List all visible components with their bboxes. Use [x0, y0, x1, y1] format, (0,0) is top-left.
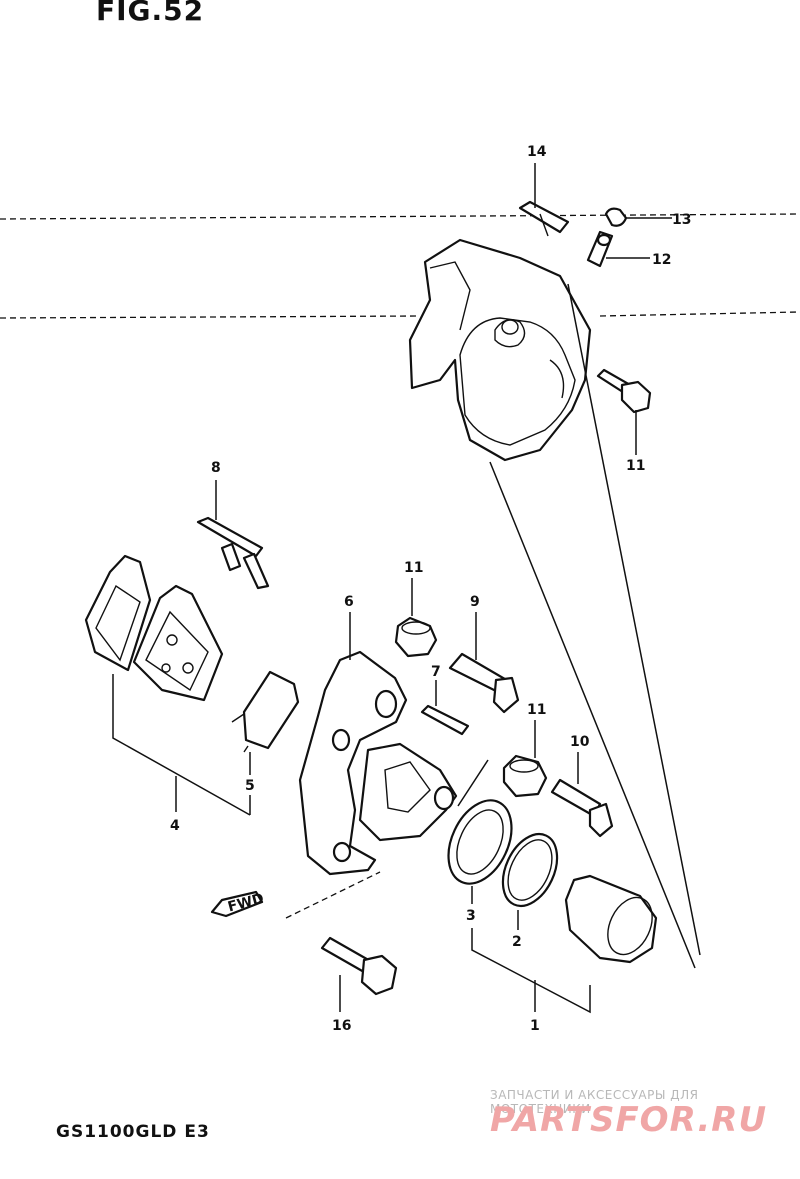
callout-5: 5 [245, 778, 255, 794]
callout-13: 12 [652, 252, 671, 268]
callout-15: 14 [527, 144, 547, 160]
bleeder-cap [604, 207, 628, 227]
guide-line [489, 461, 696, 969]
axis-line-right [599, 311, 800, 317]
axis-line-top [0, 213, 800, 220]
callout-14: 13 [672, 212, 691, 228]
boot-upper [394, 616, 438, 658]
callout-8: 8 [211, 460, 221, 476]
callout-11-upper: 11 [404, 560, 423, 576]
caliper-clip [518, 200, 570, 237]
caliper-pin [420, 704, 470, 736]
guide-line [567, 283, 701, 956]
callout-11-lower: 11 [527, 702, 546, 718]
boot-lower [502, 754, 548, 798]
forward-arrow-icon: FWD [210, 891, 266, 918]
caliper-body [408, 238, 592, 462]
callout-3: 3 [466, 908, 476, 924]
callout-6: 6 [344, 594, 354, 610]
callout-9: 9 [470, 594, 480, 610]
callout-7: 7 [431, 664, 441, 680]
brake-pad-inner [132, 584, 224, 702]
callout-2: 2 [512, 934, 522, 950]
caliper-holder [298, 650, 458, 876]
pad-shim [231, 670, 300, 753]
piston-seal-dust [447, 799, 513, 885]
bleeder-screw [586, 230, 614, 268]
svg-text:FWD: FWD [226, 891, 266, 916]
axis-line-mid [0, 315, 421, 319]
brake-pad-outer [84, 554, 152, 672]
caliper-mounting-bolt [596, 368, 652, 414]
holder-bolt [320, 936, 398, 996]
model-code: GS1100GLD E3 [56, 1122, 210, 1142]
slide-pin [550, 778, 614, 838]
watermark-logo: PARTSFOR.RU [490, 1100, 768, 1140]
callout-16: 16 [332, 1018, 351, 1034]
figure-title: FIG.52 [96, 0, 205, 27]
piston-seal [501, 832, 559, 908]
callout-4: 4 [170, 818, 180, 834]
pad-spring [196, 516, 270, 590]
callout-10: 10 [570, 734, 590, 750]
watermark-tagline: ЗАПЧАСТИ И АКСЕССУАРЫ ДЛЯ МОТОТЕХНИКИ [490, 1088, 699, 1116]
slide-sleeve [448, 652, 520, 714]
piston [564, 874, 658, 964]
callout-12: 11 [626, 458, 645, 474]
callout-1: 1 [530, 1018, 540, 1034]
